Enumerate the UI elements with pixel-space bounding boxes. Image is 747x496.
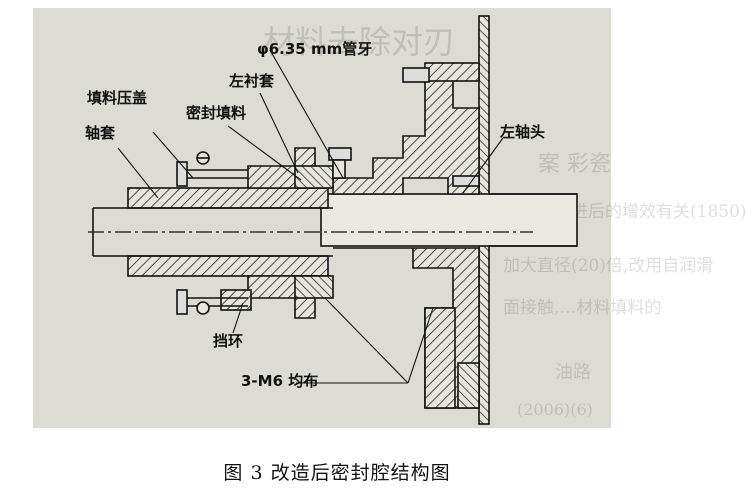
bleed-text: 加大直径(20)倍,改用自润滑	[503, 256, 714, 276]
housing-upper-flange	[424, 62, 480, 82]
figure-caption: 图 3 改造后密封腔结构图	[223, 462, 451, 484]
label-packing-gland: 填料压盖	[87, 89, 148, 107]
housing-lower-flange	[424, 307, 456, 409]
top-bolt	[402, 67, 430, 83]
label-packing: 密封填料	[186, 104, 247, 122]
label-left-liner: 左衬套	[229, 72, 275, 90]
bleed-text: 油路	[555, 362, 591, 383]
label-bolts: 3-M6 均布	[241, 372, 319, 390]
packing-upper	[294, 165, 334, 189]
label-pipe-thread: φ6.35 mm管牙	[257, 40, 373, 58]
label-left-shaft-head: 左轴头	[500, 123, 546, 141]
bleed-text: (2006)(6)	[517, 400, 593, 419]
gland-nut-lower	[196, 301, 210, 315]
retaining-ring	[220, 289, 252, 311]
bleed-text: 案 彩瓷	[538, 152, 611, 177]
housing-upper	[332, 77, 480, 195]
label-retaining-ring: 挡环	[213, 332, 244, 350]
shaft-sleeve-bottom	[127, 255, 329, 277]
packing-lower	[294, 275, 334, 299]
leader-lines	[117, 49, 504, 384]
sealing-cavity-diagram: 材料去除对刃 案 彩瓷 等结构改进后的增效有关(1850) 加大直径(20)倍,…	[33, 8, 747, 428]
left-shaft-head	[320, 193, 578, 247]
label-shaft-sleeve: 轴套	[85, 124, 116, 142]
bleed-text: 材料去除对刃	[263, 23, 456, 61]
bleed-text: 面接触,…材料填料的	[503, 298, 662, 318]
cross-section-drawing	[88, 15, 578, 425]
